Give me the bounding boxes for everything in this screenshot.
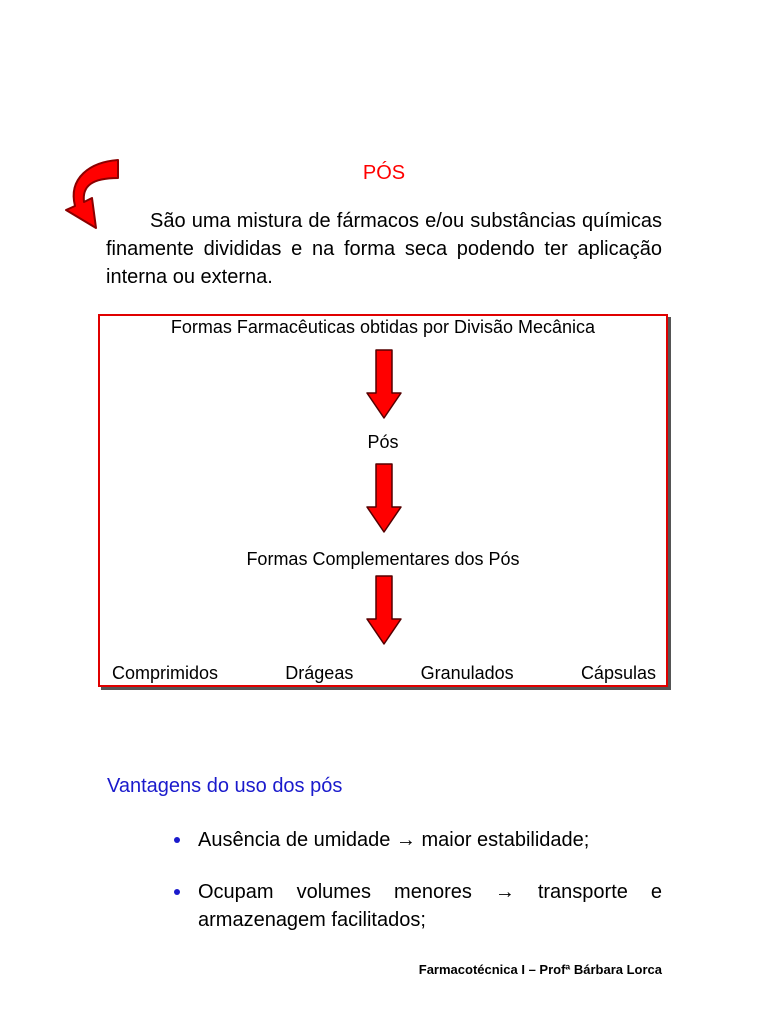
right-arrow-icon: → (395, 829, 416, 851)
flow-step-complementares: Formas Complementares dos Pós (246, 549, 520, 569)
item-text: Ocupam volumes menores (198, 881, 495, 903)
bullet-icon (174, 889, 180, 895)
down-arrow-icon (366, 575, 402, 645)
down-arrow-icon (366, 463, 402, 533)
item-text: maior estabilidade; (415, 829, 590, 851)
forms-row: Comprimidos Drágeas Granulados Cápsulas (112, 663, 656, 684)
bullet-icon (174, 837, 180, 843)
flow-diagram-box (98, 314, 668, 687)
advantages-list: Ausência de umidade → maior estabilidade… (170, 826, 662, 958)
right-arrow-icon: → (494, 881, 515, 903)
item-text: Ausência de umidade (198, 829, 396, 851)
list-item: Ausência de umidade → maior estabilidade… (170, 826, 662, 854)
advantages-heading: Vantagens do uso dos pós (107, 775, 343, 797)
form-granulados: Granulados (420, 663, 514, 683)
flow-header: Formas Farmacêuticas obtidas por Divisão… (170, 317, 596, 337)
form-comprimidos: Comprimidos (112, 663, 219, 683)
form-capsulas: Cápsulas (580, 663, 656, 683)
page-title: PÓS (362, 162, 406, 184)
flow-step-pos: Pós (367, 432, 399, 452)
down-arrow-icon (366, 349, 402, 419)
footer-credit: Farmacotécnica I – Profª Bárbara Lorca (418, 962, 662, 977)
intro-paragraph: São uma mistura de fármacos e/ou substân… (106, 210, 662, 288)
curved-arrow-icon (62, 158, 124, 236)
item-text: transporte e armazenagem facilitados; (198, 881, 662, 931)
form-drageas: Drágeas (285, 663, 354, 683)
list-item: Ocupam volumes menores → transporte e ar… (170, 878, 662, 934)
